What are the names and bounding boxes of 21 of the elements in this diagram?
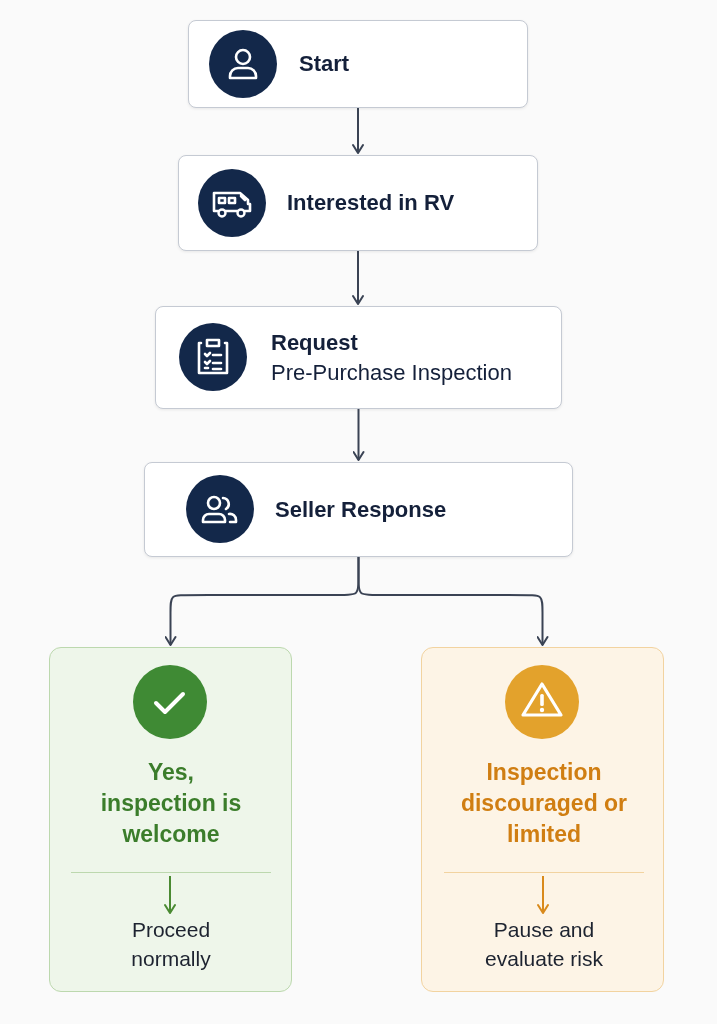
arrow <box>537 875 549 914</box>
result-card <box>49 647 292 992</box>
node-label: Interested in RV <box>287 189 456 217</box>
arrow <box>352 107 364 154</box>
process-box <box>155 306 562 409</box>
arrow <box>352 250 364 305</box>
arrow <box>164 875 176 914</box>
arrow <box>352 408 365 461</box>
arrow <box>357 556 549 646</box>
result-card <box>421 647 664 992</box>
result-note: Proceed normally <box>71 915 271 979</box>
node-label: Request <box>271 328 359 357</box>
result-note: Pause and evaluate risk <box>444 915 644 979</box>
node-label: Start <box>299 50 351 78</box>
process-box <box>178 155 538 251</box>
result-heading: Inspection discouraged or limited <box>444 757 644 873</box>
node-label: Pre-Purchase Inspection <box>271 358 513 387</box>
result-heading: Yes, inspection is welcome <box>71 757 271 873</box>
process-box <box>144 462 573 557</box>
node-label: Seller Response <box>275 495 448 524</box>
process-box <box>188 20 528 108</box>
